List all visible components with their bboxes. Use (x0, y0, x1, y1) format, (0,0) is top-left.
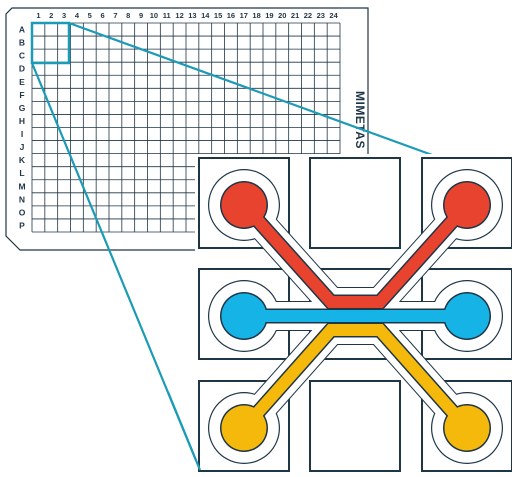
column-label: 9 (139, 11, 143, 20)
row-label: I (21, 129, 23, 139)
column-label: 7 (113, 11, 117, 20)
column-label: 15 (214, 11, 222, 20)
column-label: 17 (240, 11, 248, 20)
column-label: 10 (150, 11, 158, 20)
chip-well (309, 380, 401, 472)
column-label: 23 (317, 11, 325, 20)
inlet-middle-right (444, 293, 490, 339)
column-label: 18 (252, 11, 260, 20)
column-label: 11 (163, 11, 171, 20)
inlet-top-right (444, 182, 490, 228)
column-label: 13 (188, 11, 196, 20)
row-label: J (20, 142, 25, 152)
row-label: D (19, 64, 25, 74)
inlet-middle-left (221, 293, 267, 339)
column-label: 21 (291, 11, 299, 20)
row-label: C (19, 51, 25, 61)
row-label: H (19, 116, 25, 126)
row-label: A (19, 25, 25, 35)
row-label: N (19, 194, 25, 204)
column-label: 6 (100, 11, 104, 20)
column-label: 4 (75, 11, 80, 20)
zoom-line-bottom-front (166, 391, 202, 471)
column-label: 2 (49, 11, 53, 20)
inlet-bottom-right (444, 405, 490, 451)
column-label: 5 (88, 11, 92, 20)
column-label: 12 (175, 11, 183, 20)
chip-well (309, 157, 401, 249)
channel-bottom (239, 324, 472, 432)
row-label: K (19, 155, 26, 165)
column-label: 24 (329, 11, 338, 20)
inlet-top-left (221, 182, 267, 228)
column-label: 1 (36, 11, 40, 20)
column-label: 8 (126, 11, 130, 20)
column-label: 14 (201, 11, 210, 20)
row-label: L (19, 168, 24, 178)
column-label: 20 (278, 11, 286, 20)
inlet-bottom-left (221, 405, 267, 451)
row-label: P (19, 220, 25, 230)
row-label: M (18, 181, 25, 191)
row-label: O (19, 207, 26, 217)
column-label: 22 (304, 11, 312, 20)
row-label: F (19, 90, 24, 100)
column-label: 19 (265, 11, 273, 20)
plate-brand-label: MIMETAS (353, 91, 367, 149)
column-label: 3 (62, 11, 66, 20)
row-label: E (19, 77, 25, 87)
zoom-highlight-box (30, 21, 71, 65)
row-label: B (19, 38, 25, 48)
row-label: G (19, 103, 26, 113)
channel-top (239, 200, 472, 308)
column-label: 16 (227, 11, 235, 20)
microfluidic-channels (208, 169, 503, 464)
